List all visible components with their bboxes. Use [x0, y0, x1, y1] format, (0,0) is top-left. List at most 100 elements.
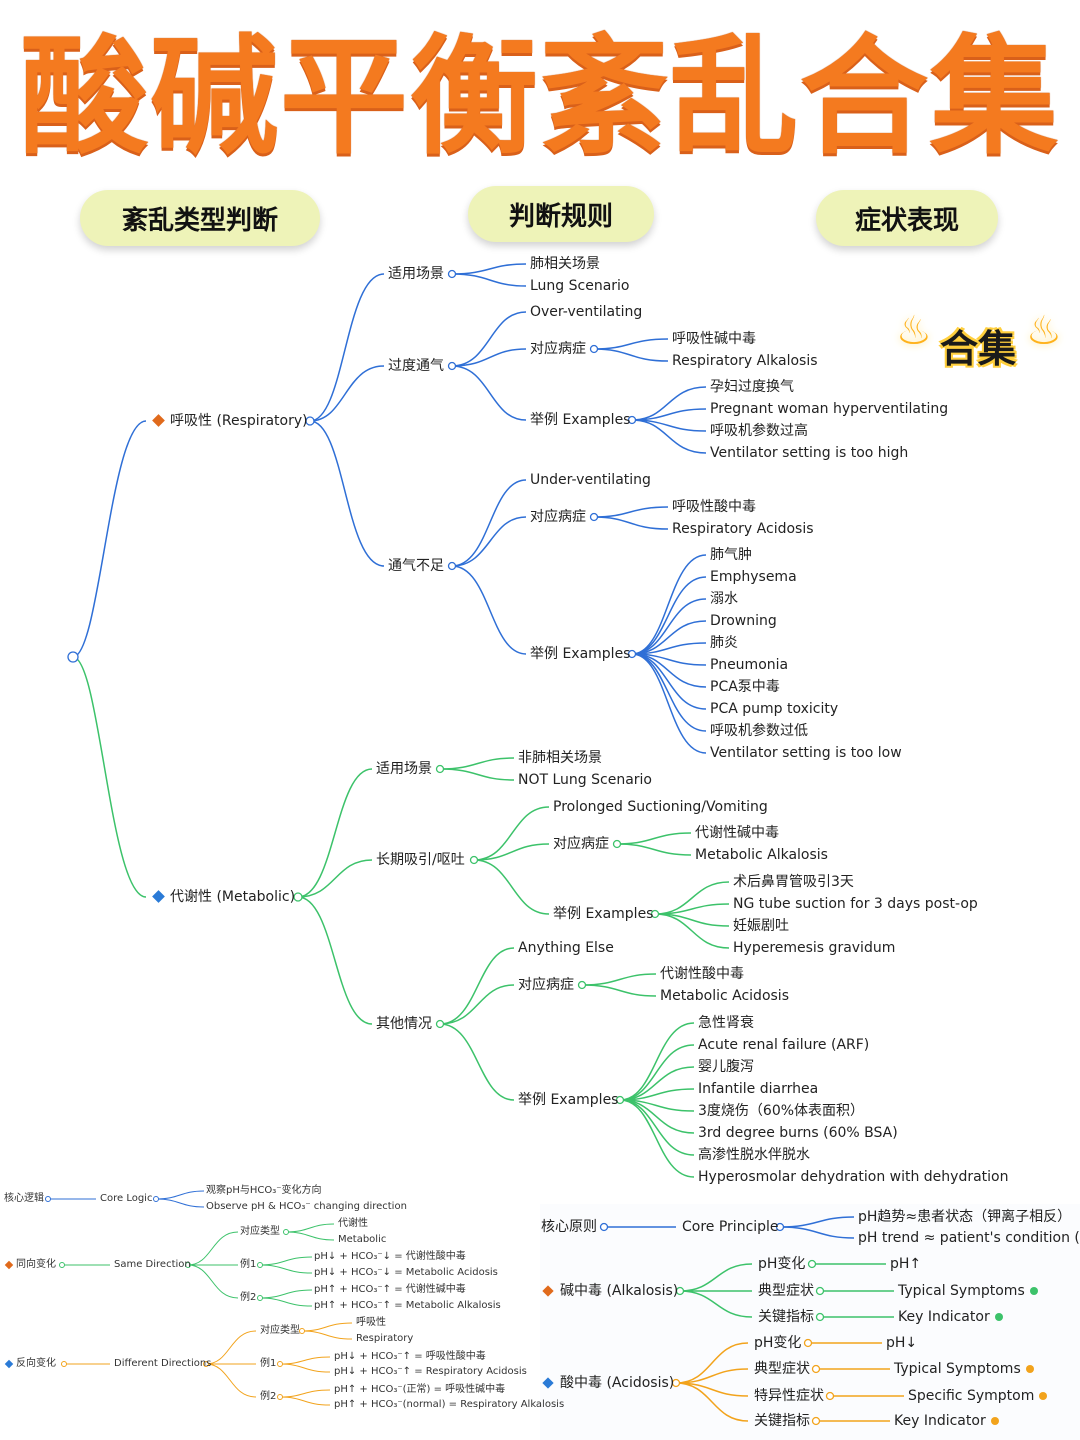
rules-same-ex1-cn: pH↓ + HCO₃⁻↓ = 代谢性酸中毒 — [314, 1251, 466, 1262]
leaf-met-scene-cn: 非肺相关场景 — [518, 750, 602, 766]
leaf-under-example: Drowning — [710, 613, 777, 629]
leaf-other-cond-en: Metabolic Acidosis — [660, 988, 789, 1004]
leaf-under-example: Emphysema — [710, 569, 797, 585]
sym-core-en: Core Principle — [682, 1219, 779, 1235]
leaf-under-cond-en: Respiratory Acidosis — [672, 521, 814, 537]
leaf-other-example: Acute renal failure (ARF) — [698, 1037, 870, 1053]
leaf-vomit-cond-cn: 代谢性碱中毒 — [695, 825, 779, 841]
node-other-examples: 举例 Examples — [518, 1092, 619, 1108]
alkalosis-diamond-icon — [542, 1285, 554, 1297]
rules-same-ex2: 例2 — [240, 1292, 257, 1303]
leaf-over-example: Ventilator setting is too high — [710, 445, 909, 461]
node-other-condition: 对应病症 — [518, 977, 574, 993]
page-title: 酸碱平衡紊乱合集 — [19, 23, 1060, 172]
leaf-vomit-example: NG tube suction for 3 days post-op — [733, 896, 978, 912]
flame-icon: ♨ — [896, 308, 932, 354]
leaf-under-example: Ventilator setting is too low — [710, 745, 902, 761]
rules-same-en: Same Direction — [114, 1259, 191, 1270]
symptom-nodes — [599, 1222, 835, 1426]
sym-acid-key: 关键指标 — [754, 1413, 810, 1429]
rules-diff-ex1-en: pH↓ + HCO₃⁻↑ = Respiratory Acidosis — [334, 1366, 527, 1377]
collection-badge: ♨ ♨ 合集 — [896, 308, 1066, 374]
node-over-ventilation: 过度通气 — [388, 358, 444, 374]
leaf-vomit-term: Prolonged Suctioning/Vomiting — [553, 799, 768, 815]
leaf-vomit-example: 术后鼻胃管吸引3天 — [733, 874, 854, 890]
leaf-under-term: Under-ventilating — [530, 472, 651, 488]
rules-same-type-en: Metabolic — [338, 1234, 387, 1245]
rules-diff: 反向变化 — [16, 1358, 56, 1369]
sym-acidosis: 酸中毒 (Acidosis) — [560, 1375, 675, 1391]
node-under-ventilation: 通气不足 — [388, 558, 444, 574]
respiratory-diamond-icon — [152, 414, 165, 427]
badge-text: 合集 — [940, 327, 1017, 371]
leaf-met-scene-en: NOT Lung Scenario — [518, 772, 652, 788]
leaf-other-term: Anything Else — [518, 940, 614, 956]
leaf-under-example: 溺水 — [710, 591, 738, 607]
leaf-vomit-example: Hyperemesis gravidum — [733, 940, 896, 956]
node-vomit-condition: 对应病症 — [553, 836, 609, 852]
leaf-resp-scene-en: Lung Scenario — [530, 278, 630, 294]
sym-acid-typical-value: Typical Symptoms — [894, 1360, 1034, 1378]
rules-diff-type: 对应类型 — [260, 1325, 300, 1336]
acidosis-diamond-icon — [542, 1377, 554, 1389]
leaf-under-example: 肺炎 — [710, 635, 738, 651]
same-diamond-icon — [4, 1260, 14, 1270]
green-dot-icon — [1029, 1287, 1038, 1295]
leaf-resp-scene-cn: 肺相关场景 — [530, 256, 600, 272]
leaf-under-example: PCA pump toxicity — [710, 701, 839, 717]
leaf-over-term: Over-ventilating — [530, 304, 643, 320]
sym-acid-specific: 特异性症状 — [754, 1388, 824, 1404]
node-over-condition: 对应病症 — [530, 341, 586, 357]
sym-acid-ph: pH变化 — [754, 1335, 802, 1351]
rules-core-en: Core Logic — [100, 1193, 153, 1204]
leaf-other-example: Hyperosmolar dehydration with dehydratio… — [698, 1169, 1009, 1185]
orange-dot-icon — [1039, 1392, 1048, 1400]
node-under-examples: 举例 Examples — [530, 646, 631, 662]
sym-alk-key-value: Key Indicator — [898, 1308, 1003, 1326]
leaf-under-example: PCA泵中毒 — [710, 679, 780, 695]
sym-alk-typical-text: Typical Symptoms — [898, 1283, 1025, 1299]
sym-acid-key-text: Key Indicator — [894, 1413, 986, 1429]
rules-diff-ex2: 例2 — [260, 1391, 277, 1402]
node-met-scene: 适用场景 — [376, 761, 432, 777]
symptom-branches — [606, 1216, 904, 1422]
green-dot-icon — [994, 1313, 1003, 1321]
sym-core-cn-text: pH趋势≈患者状态（钾离子相反） — [858, 1209, 1072, 1225]
leaf-over-example: 呼吸机参数过高 — [710, 423, 808, 439]
sym-core: 核心原则 — [541, 1219, 597, 1235]
sym-alk-key: 关键指标 — [758, 1309, 814, 1325]
leaf-other-example: Infantile diarrhea — [698, 1081, 819, 1097]
pill-judgement-rules: 判断规则 — [468, 186, 654, 242]
rules-same-type: 对应类型 — [240, 1226, 280, 1237]
sym-alk-key-text: Key Indicator — [898, 1309, 990, 1325]
node-over-examples: 举例 Examples — [530, 412, 631, 428]
leaf-vomit-cond-en: Metabolic Alkalosis — [695, 847, 828, 863]
node-respiratory: 呼吸性 (Respiratory) — [170, 413, 308, 429]
sym-alk-typical: 典型症状 — [758, 1283, 814, 1299]
sym-core-en-text: pH trend ≈ patient's condition (op — [858, 1230, 1080, 1246]
leaf-over-example: Pregnant woman hyperventilating — [710, 401, 949, 417]
rules-diff-type-cn: 呼吸性 — [356, 1317, 386, 1328]
sym-acid-typical-text: Typical Symptoms — [894, 1361, 1021, 1377]
sym-alkalosis: 碱中毒 (Alkalosis) — [560, 1283, 679, 1299]
node-under-condition: 对应病症 — [530, 509, 586, 525]
node-vomiting: 长期吸引/呕吐 — [376, 852, 465, 868]
sym-acid-ph-value: pH↓ — [886, 1335, 918, 1351]
sym-acid-typical: 典型症状 — [754, 1361, 810, 1377]
orange-dot-icon — [990, 1417, 999, 1425]
sym-alk-ph: pH变化 — [758, 1256, 806, 1272]
metabolic-branches — [72, 656, 730, 1178]
flame-icon: ♨ — [1026, 308, 1062, 354]
leaf-under-example: 肺气肿 — [710, 547, 752, 563]
pill-symptoms: 症状表现 — [816, 190, 998, 246]
rules-same-type-cn: 代谢性 — [338, 1218, 368, 1229]
leaf-other-example: 3度烧伤（60%体表面积） — [698, 1103, 865, 1119]
rules-core: 核心逻辑 — [4, 1193, 44, 1204]
sym-alk-typical-value: Typical Symptoms — [898, 1282, 1038, 1300]
node-metabolic: 代谢性 (Metabolic) — [170, 889, 296, 905]
leaf-other-example: 急性肾衰 — [698, 1015, 754, 1031]
rules-diff-en: Different Directions — [114, 1358, 212, 1369]
respiratory-branches — [72, 263, 707, 754]
rules-nodes — [45, 1196, 305, 1400]
